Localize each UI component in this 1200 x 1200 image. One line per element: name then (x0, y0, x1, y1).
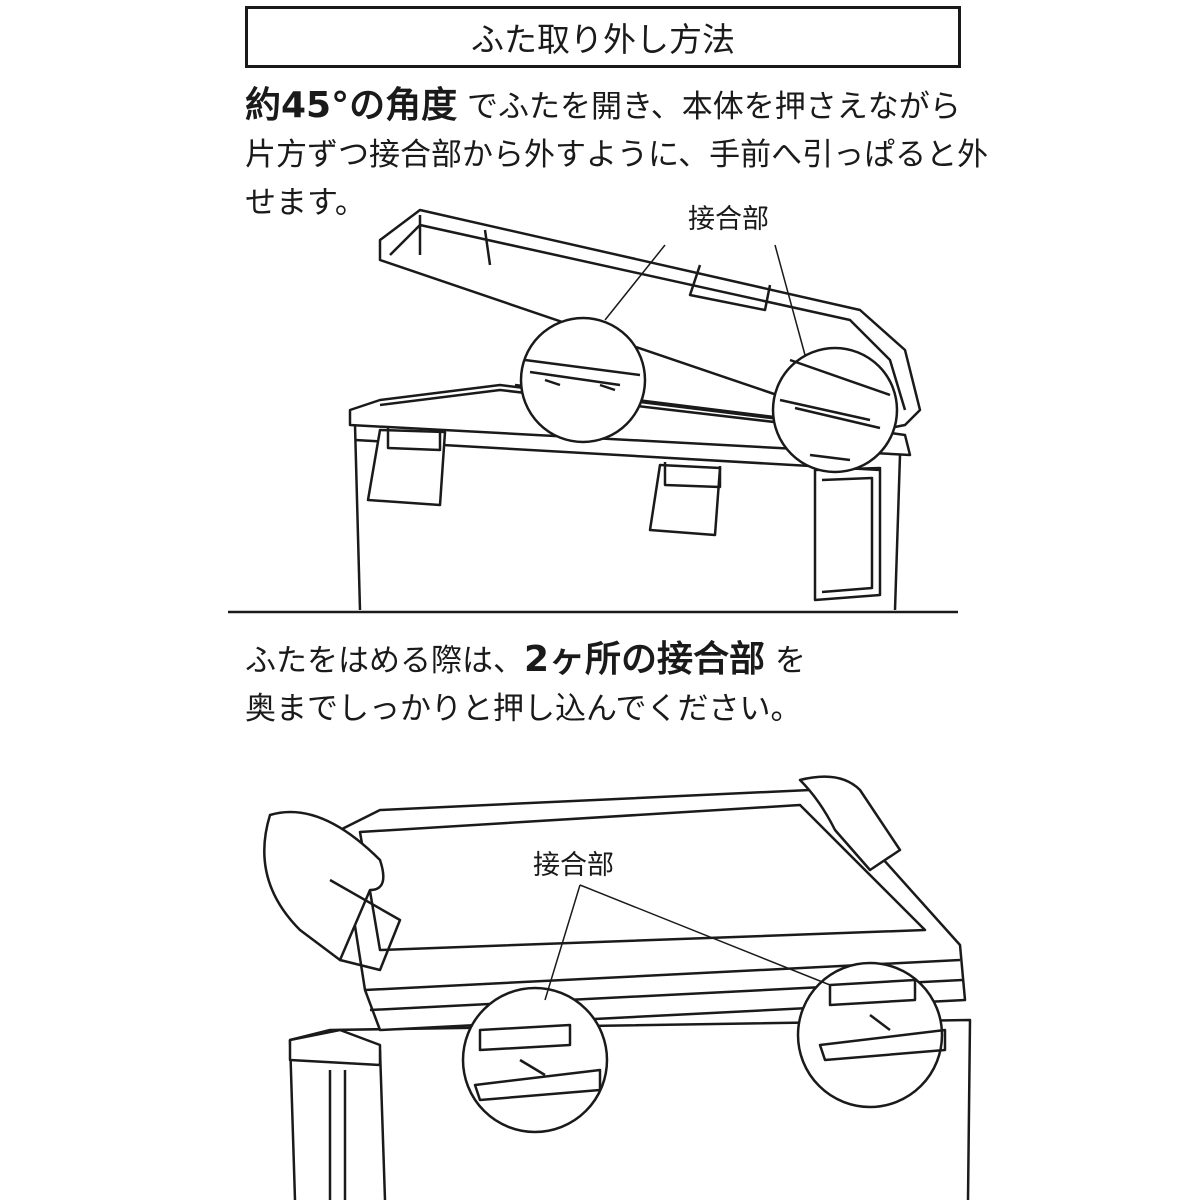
angle-emphasis: 約45°の角度 (245, 85, 458, 126)
removal-instructions: 約45°の角度 でふたを開き、本体を押さえながら 片方ずつ接合部から外すように、… (245, 82, 988, 227)
cooler-open-lid-illustration (348, 208, 922, 611)
attach-line-1-end: を (774, 643, 806, 679)
removal-line-2: 片方ずつ接合部から外すように、手前へ引っぱると外 (245, 137, 989, 173)
attach-line-2: 奥までしっかりと押し込んでください。 (245, 691, 802, 727)
hinge-emphasis: 2ヶ所の接合部 (524, 639, 766, 680)
attach-instructions: ふたをはめる際は、2ヶ所の接合部 を 奥までしっかりと押し込んでください。 (245, 636, 806, 733)
removal-line-1: でふたを開き、本体を押さえながら (466, 89, 961, 125)
attach-line-1-start: ふたをはめる際は、 (245, 643, 524, 679)
cooler-attach-lid-illustration (263, 775, 972, 1200)
section-title: ふた取り外し方法 (245, 6, 961, 68)
removal-line-3: せます。 (245, 185, 366, 221)
hinge-callout-label-top: 接合部 (688, 204, 769, 235)
hinge-callout-label-bottom: 接合部 (533, 850, 614, 881)
